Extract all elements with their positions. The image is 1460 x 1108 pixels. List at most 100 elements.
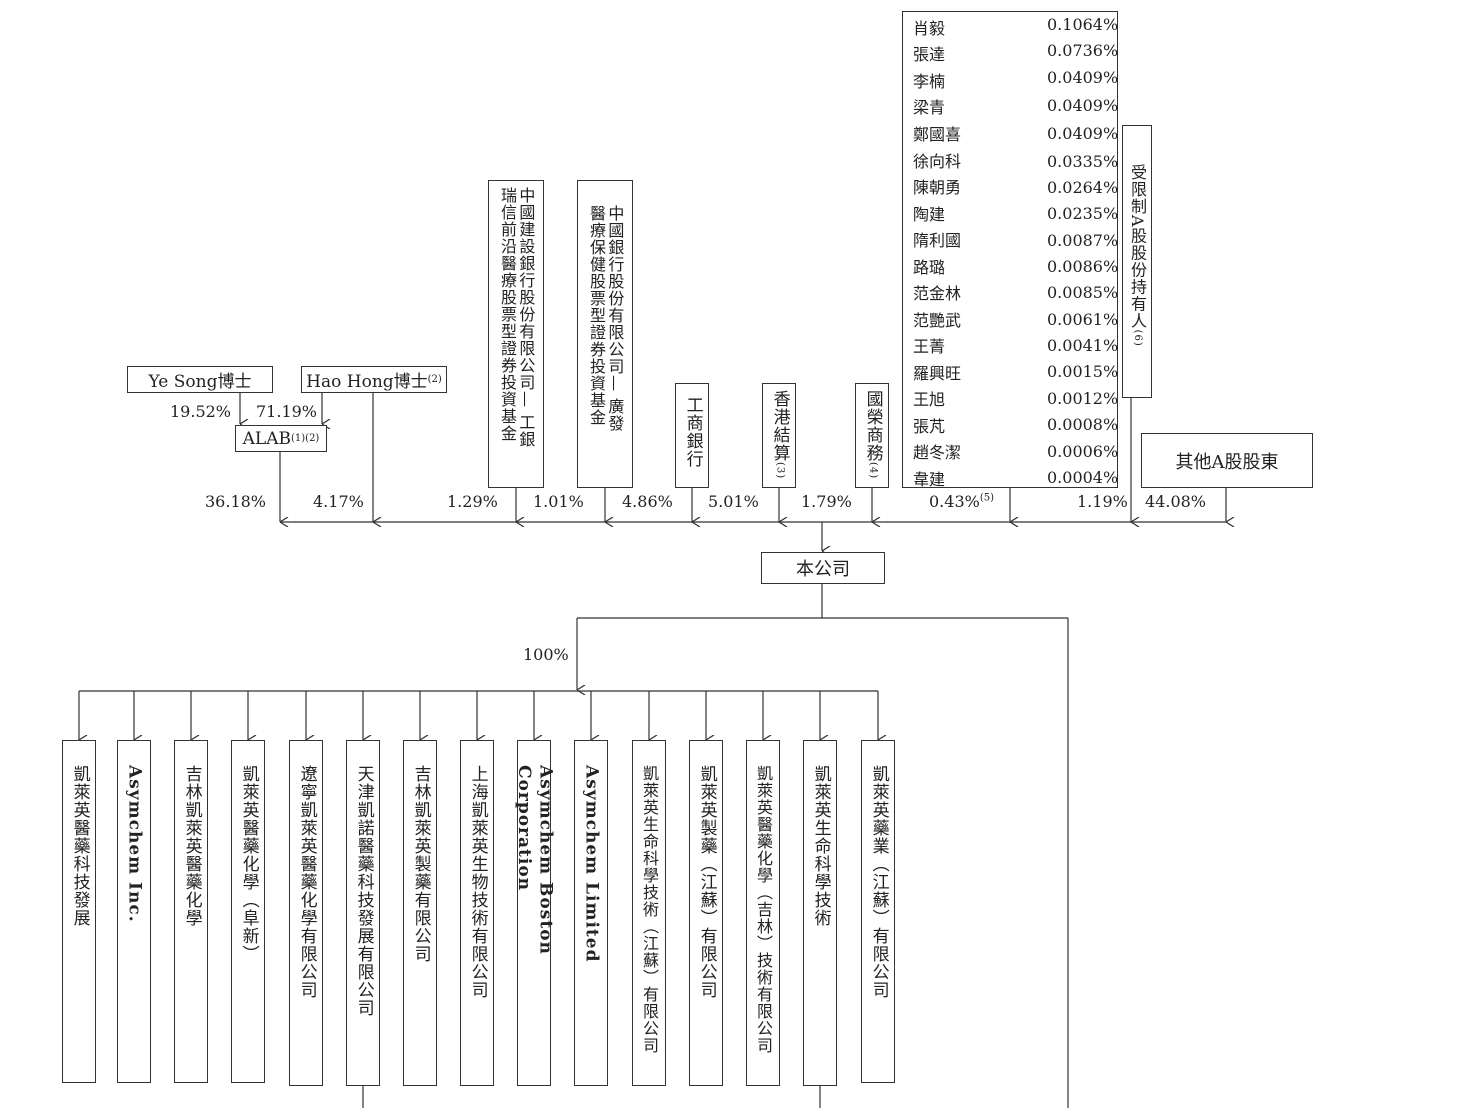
subsidiary-name: 凱萊英生命科學技術 xyxy=(810,765,831,927)
subsidiary-box: 上海凱萊英生物技術有限公司 xyxy=(460,740,494,1086)
subsidiary-name: 凱萊英醫藥化學（吉林）技術有限公司 xyxy=(754,765,773,1054)
subsidiary-name: 凱萊英醫藥科技發展 xyxy=(69,765,90,927)
alab-pct: 36.18% xyxy=(205,492,267,511)
other-a-name: 其他A股股東 xyxy=(1175,451,1279,473)
subsidiary-name: 凱萊英藥業（江蘇）有限公司 xyxy=(868,765,889,999)
subsidiary-box: 遼寧凱萊英醫藥化學有限公司 xyxy=(289,740,323,1086)
boc-fund-pct: 1.01% xyxy=(533,492,584,511)
company-box: 本公司 xyxy=(761,552,885,584)
subsidiary-name: Asymchem Inc. xyxy=(124,765,145,923)
icbc-pct: 4.86% xyxy=(622,492,673,511)
holder-pct: 0.0335% xyxy=(1047,152,1119,171)
holder-pct: 0.0409% xyxy=(1047,124,1119,143)
subsidiary-box: Asymchem Limited xyxy=(574,740,608,1086)
holder-name: 王旭 xyxy=(913,390,946,409)
subsidiary-box: 凱萊英生命科學技術 xyxy=(803,740,837,1086)
restricted-holders-box: 受限制A股股份持有人(6) xyxy=(1122,125,1152,398)
holder-name: 趙冬潔 xyxy=(913,443,962,462)
holder-pct: 0.0409% xyxy=(1047,68,1119,87)
holder-name: 王菁 xyxy=(913,337,946,356)
holder-pct: 0.0736% xyxy=(1047,41,1119,60)
hkscc-name: 香港結算 xyxy=(769,390,790,462)
holder-name: 鄭國喜 xyxy=(913,125,962,144)
holder-pct: 0.0008% xyxy=(1047,415,1119,434)
company-name: 本公司 xyxy=(796,559,850,580)
holder-pct: 0.0012% xyxy=(1047,389,1119,408)
subsidiary-box: 凱萊英醫藥化學（吉林）技術有限公司 xyxy=(746,740,780,1086)
boc-fund-line2: 醫療保健股票型證券投資基金 xyxy=(587,205,606,426)
hkscc-box: 香港結算(3) xyxy=(762,383,796,488)
holder-pct: 0.0087% xyxy=(1047,231,1119,250)
alab-box: ALAB(1)(2) xyxy=(235,425,327,452)
hkscc-pct: 5.01% xyxy=(708,492,759,511)
individuals-pct-value: 0.43% xyxy=(929,492,980,511)
subsidiary-box: 天津凱諾醫藥科技發展有限公司 xyxy=(346,740,380,1086)
holder-name: 路璐 xyxy=(913,258,946,277)
ccb-fund-line1: 中國建設銀行股份有限公司— 工銀 xyxy=(516,187,536,449)
subsidiary-name: Asymchem Limited xyxy=(581,765,602,963)
hao-hong-direct-pct: 4.17% xyxy=(313,492,364,511)
holder-name: 范艷武 xyxy=(913,311,962,330)
holder-pct: 0.0264% xyxy=(1047,178,1119,197)
subsidiary-box: Asymchem Boston Corporation xyxy=(514,740,555,1086)
ccb-fund-pct: 1.29% xyxy=(447,492,498,511)
holder-pct: 0.0086% xyxy=(1047,257,1119,276)
subsidiary-ownership-pct: 100% xyxy=(523,645,569,664)
holder-pct: 0.0061% xyxy=(1047,310,1119,329)
holder-pct: 0.0085% xyxy=(1047,283,1119,302)
subsidiary-box: 凱萊英製藥（江蘇）有限公司 xyxy=(689,740,723,1086)
subsidiary-box: 凱萊英醫藥科技發展 xyxy=(62,740,96,1083)
holder-pct: 0.0041% xyxy=(1047,336,1119,355)
subsidiary-name: 凱萊英製藥（江蘇）有限公司 xyxy=(696,765,717,999)
holder-name: 張芃 xyxy=(913,417,946,436)
holder-pct: 0.0015% xyxy=(1047,362,1119,381)
restricted-pct: 1.19% xyxy=(1077,492,1128,511)
alab-name: ALAB xyxy=(242,428,291,449)
boc-fund-box: 中國銀行股份有限公司— 廣發 醫療保健股票型證券投資基金 xyxy=(577,180,633,488)
holder-name: 張達 xyxy=(913,45,946,64)
guozheng-box: 國榮商務(4) xyxy=(855,383,889,488)
subsidiary-name: Asymchem Boston Corporation xyxy=(514,765,556,955)
other-a-holders-box: 其他A股股東 xyxy=(1141,433,1313,488)
ye-song-box: Ye Song博士 xyxy=(127,366,273,393)
holder-name: 韋建 xyxy=(913,470,946,489)
guozheng-note: (4) xyxy=(867,462,879,480)
holder-pct: 0.0004% xyxy=(1047,468,1119,487)
holder-name: 陳朝勇 xyxy=(913,178,962,197)
ccb-fund-line2: 瑞信前沿醫療股票型證券投資基金 xyxy=(498,187,517,442)
ccb-fund-box: 中國建設銀行股份有限公司— 工銀 瑞信前沿醫療股票型證券投資基金 xyxy=(488,180,544,488)
icbc-name: 工商銀行 xyxy=(682,396,703,468)
holder-name: 隋利國 xyxy=(913,231,962,250)
subsidiary-name: 天津凱諾醫藥科技發展有限公司 xyxy=(353,765,374,1017)
holder-pct: 0.0006% xyxy=(1047,442,1119,461)
holder-name: 徐向科 xyxy=(913,152,962,171)
restricted-note: (6) xyxy=(1132,329,1143,347)
subsidiary-box: 吉林凱萊英醫藥化學 xyxy=(174,740,208,1083)
other-a-pct: 44.08% xyxy=(1145,492,1207,511)
subsidiary-box: Asymchem Inc. xyxy=(117,740,151,1083)
holder-name: 肖毅 xyxy=(913,19,946,38)
hao-hong-box: Hao Hong博士(2) xyxy=(301,366,447,393)
individuals-pct-note: (5) xyxy=(979,492,994,504)
guozheng-pct: 1.79% xyxy=(801,492,852,511)
subsidiary-box: 凱萊英生命科學技術（江蘇）有限公司 xyxy=(632,740,666,1086)
holder-name: 李楠 xyxy=(913,72,946,91)
hao-hong-note: (2) xyxy=(427,374,442,385)
individuals-pct: 0.43%(5) xyxy=(929,492,994,511)
hao-hong-name: Hao Hong博士 xyxy=(306,372,428,392)
holder-pct: 0.1064% xyxy=(1047,15,1119,34)
subsidiary-box: 凱萊英藥業（江蘇）有限公司 xyxy=(861,740,895,1083)
ye-song-name: Ye Song博士 xyxy=(148,372,252,392)
ye-song-pct: 19.52% xyxy=(170,402,232,421)
subsidiary-name: 上海凱萊英生物技術有限公司 xyxy=(467,765,488,999)
subsidiary-box: 吉林凱萊英製藥有限公司 xyxy=(403,740,437,1086)
holder-pct: 0.0409% xyxy=(1047,96,1119,115)
alab-note: (1)(2) xyxy=(291,433,320,444)
hkscc-note: (3) xyxy=(774,462,786,480)
guozheng-name: 國榮商務 xyxy=(862,390,883,462)
holder-name: 陶建 xyxy=(913,205,946,224)
subsidiary-name: 凱萊英生命科學技術（江蘇）有限公司 xyxy=(640,765,659,1054)
individual-holders-box: 肖毅 0.1064% 張達 0.0736% 李楠 0.0409% 梁青 0.04… xyxy=(902,11,1119,489)
holder-pct: 0.0235% xyxy=(1047,204,1119,223)
subsidiary-name: 遼寧凱萊英醫藥化學有限公司 xyxy=(296,765,317,999)
